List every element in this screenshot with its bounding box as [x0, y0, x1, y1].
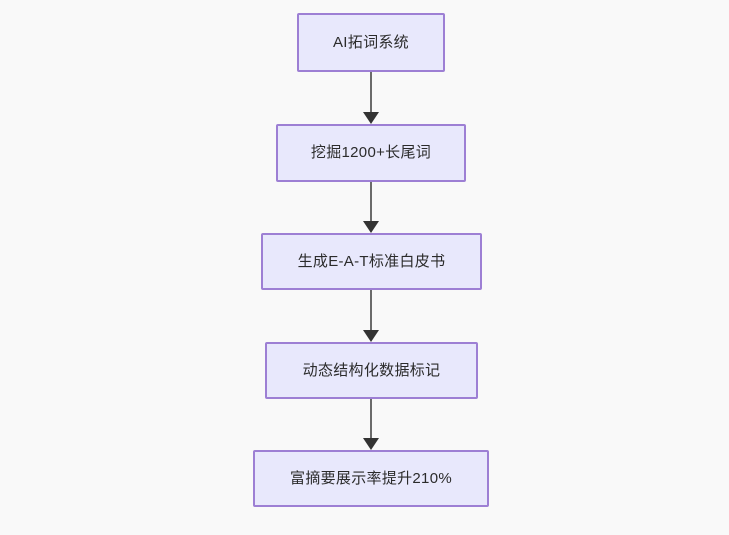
edge-n2-n3: [363, 182, 379, 233]
flow-node-rich-snippet-rate-increase[interactable]: 富摘要展示率提升210%: [253, 450, 489, 507]
arrow-head-n4-n5: [363, 438, 379, 450]
flow-node-label: AI拓词系统: [333, 33, 409, 51]
arrow-head-n1-n2: [363, 112, 379, 124]
flow-node-label: 生成E-A-T标准白皮书: [297, 252, 446, 270]
flow-node-generate-eat-whitepaper[interactable]: 生成E-A-T标准白皮书: [261, 233, 482, 290]
edge-n4-n5: [363, 399, 379, 450]
arrow-head-n3-n4: [363, 330, 379, 342]
flow-node-label: 动态结构化数据标记: [302, 361, 441, 379]
flow-node-mine-longtail-keywords[interactable]: 挖掘1200+长尾词: [276, 124, 466, 182]
flow-node-ai-keyword-system[interactable]: AI拓词系统: [297, 13, 445, 72]
flow-node-label: 富摘要展示率提升210%: [290, 469, 452, 487]
flow-node-dynamic-structured-data-markup[interactable]: 动态结构化数据标记: [265, 342, 478, 399]
flow-node-label: 挖掘1200+长尾词: [310, 144, 432, 161]
arrow-head-n2-n3: [363, 221, 379, 233]
edge-n1-n2: [363, 72, 379, 124]
edge-n3-n4: [363, 290, 379, 342]
